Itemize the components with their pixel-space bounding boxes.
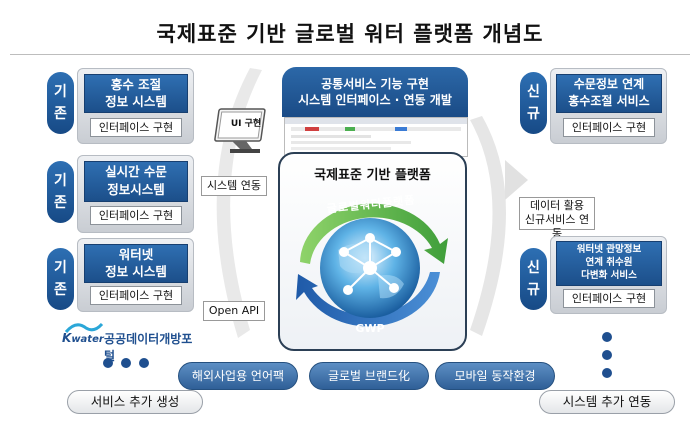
title-divider [10, 54, 690, 55]
screen-thumbnail-graphic [285, 118, 467, 150]
language-pack-pill: 해외사업용 언어팩 [178, 362, 298, 390]
interface-label: 인터페이스 구현 [563, 289, 655, 308]
add-service-label: 서비스 추가 생성 [67, 390, 203, 414]
ui-label: UI 구현 [230, 119, 262, 129]
interface-label: 인터페이스 구현 [563, 118, 655, 137]
kwater-k: K [62, 331, 72, 345]
more-dot [602, 350, 612, 360]
more-dot [121, 358, 131, 368]
network-icon [339, 233, 401, 295]
platform-title: 국제표준 기반 플랫폼 [314, 168, 431, 183]
mobile-environment-pill: 모바일 동작환경 [435, 362, 555, 390]
open-api-label: Open API [203, 301, 265, 321]
global-brand-pill: 글로벌 브랜드化 [309, 362, 429, 390]
right-link-label: 데이터 활용 신규서비스 연동 [519, 197, 595, 240]
kwater-wave-icon [64, 322, 104, 333]
gwp-label: GWP [355, 322, 385, 335]
portal-text: 공공데이터개방포털 [104, 332, 193, 363]
common-service-panel: 공통서비스 기능 구현 시스템 인터페이스 · 연동 개발 [282, 67, 468, 117]
interface-label: 인터페이스 구현 [90, 286, 182, 305]
more-dot [602, 332, 612, 342]
screen-thumbnail [284, 117, 468, 157]
monitor-icon [214, 108, 266, 153]
common-service-line1: 공통서비스 기능 구현 [321, 77, 429, 91]
interface-label: 인터페이스 구현 [90, 206, 182, 225]
add-system-label: 시스템 추가 연동 [539, 390, 675, 414]
more-dot [602, 368, 612, 378]
page-title: 국제표준 기반 글로벌 워터 플랫폼 개념도 [156, 22, 544, 46]
common-service-line2: 시스템 인터페이스 · 연동 개발 [298, 93, 452, 107]
more-dot [103, 358, 113, 368]
system-link-label: 시스템 연동 [201, 176, 267, 196]
blue-arc [296, 272, 440, 327]
green-arc [300, 203, 448, 264]
interface-label: 인터페이스 구현 [90, 118, 182, 137]
right-arrow-head [505, 160, 528, 200]
kwater-public-data-portal-logo: Kwater 공공데이터개방포털 [60, 318, 198, 363]
kwater-water: water [71, 334, 104, 345]
right-curve-arrow [470, 116, 506, 336]
more-dot [139, 358, 149, 368]
globe-graphic [296, 203, 448, 327]
